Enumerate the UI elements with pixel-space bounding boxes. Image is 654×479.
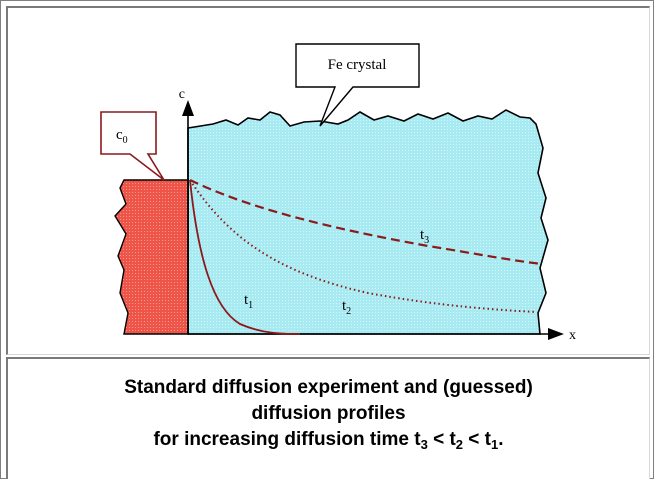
profile-curve-t2 [189,179,537,313]
c-axis-arrowhead [182,100,194,116]
caption-sub-3: 3 [420,437,428,452]
caption-lt-1: < t [427,429,456,450]
caption-sub-2: 2 [455,437,464,452]
caption-line-1: Standard diffusion experiment and (guess… [124,377,533,398]
caption-sub-1: 1 [491,437,499,452]
fe-crystal-callout [295,43,420,127]
x-axis-arrowhead [548,328,564,340]
c-axis-label: c [179,87,185,102]
caption-panel: Standard diffusion experiment and (guess… [6,357,650,479]
curve-label-t1: t1 [244,292,253,311]
diagram-panel: c x t1 t2 t3 c0 [6,6,650,355]
c0-callout [100,111,165,181]
caption-suffix: . [498,429,504,450]
figure-caption: Standard diffusion experiment and (guess… [8,375,649,453]
c0-callout-label: c0 [116,127,128,146]
caption-lt-2: < t [463,429,491,450]
curve-label-t3: t3 [420,227,429,246]
caption-line-3-prefix: for increasing diffusion time t [153,429,421,450]
diffusion-diagram: c x t1 t2 t3 c0 [100,43,576,343]
caption-line-2: diffusion profiles [251,403,406,424]
profile-curve-t1 [189,179,301,335]
c0-source-block [114,179,189,335]
profile-curve-t3 [189,179,543,266]
caption-line-3: for increasing diffusion time t3 < t2 < … [8,427,649,453]
curve-label-t2: t2 [342,298,351,317]
x-axis-label: x [569,328,576,343]
fe-crystal-body [187,109,549,335]
fe-crystal-callout-label: Fe crystal [328,57,387,73]
